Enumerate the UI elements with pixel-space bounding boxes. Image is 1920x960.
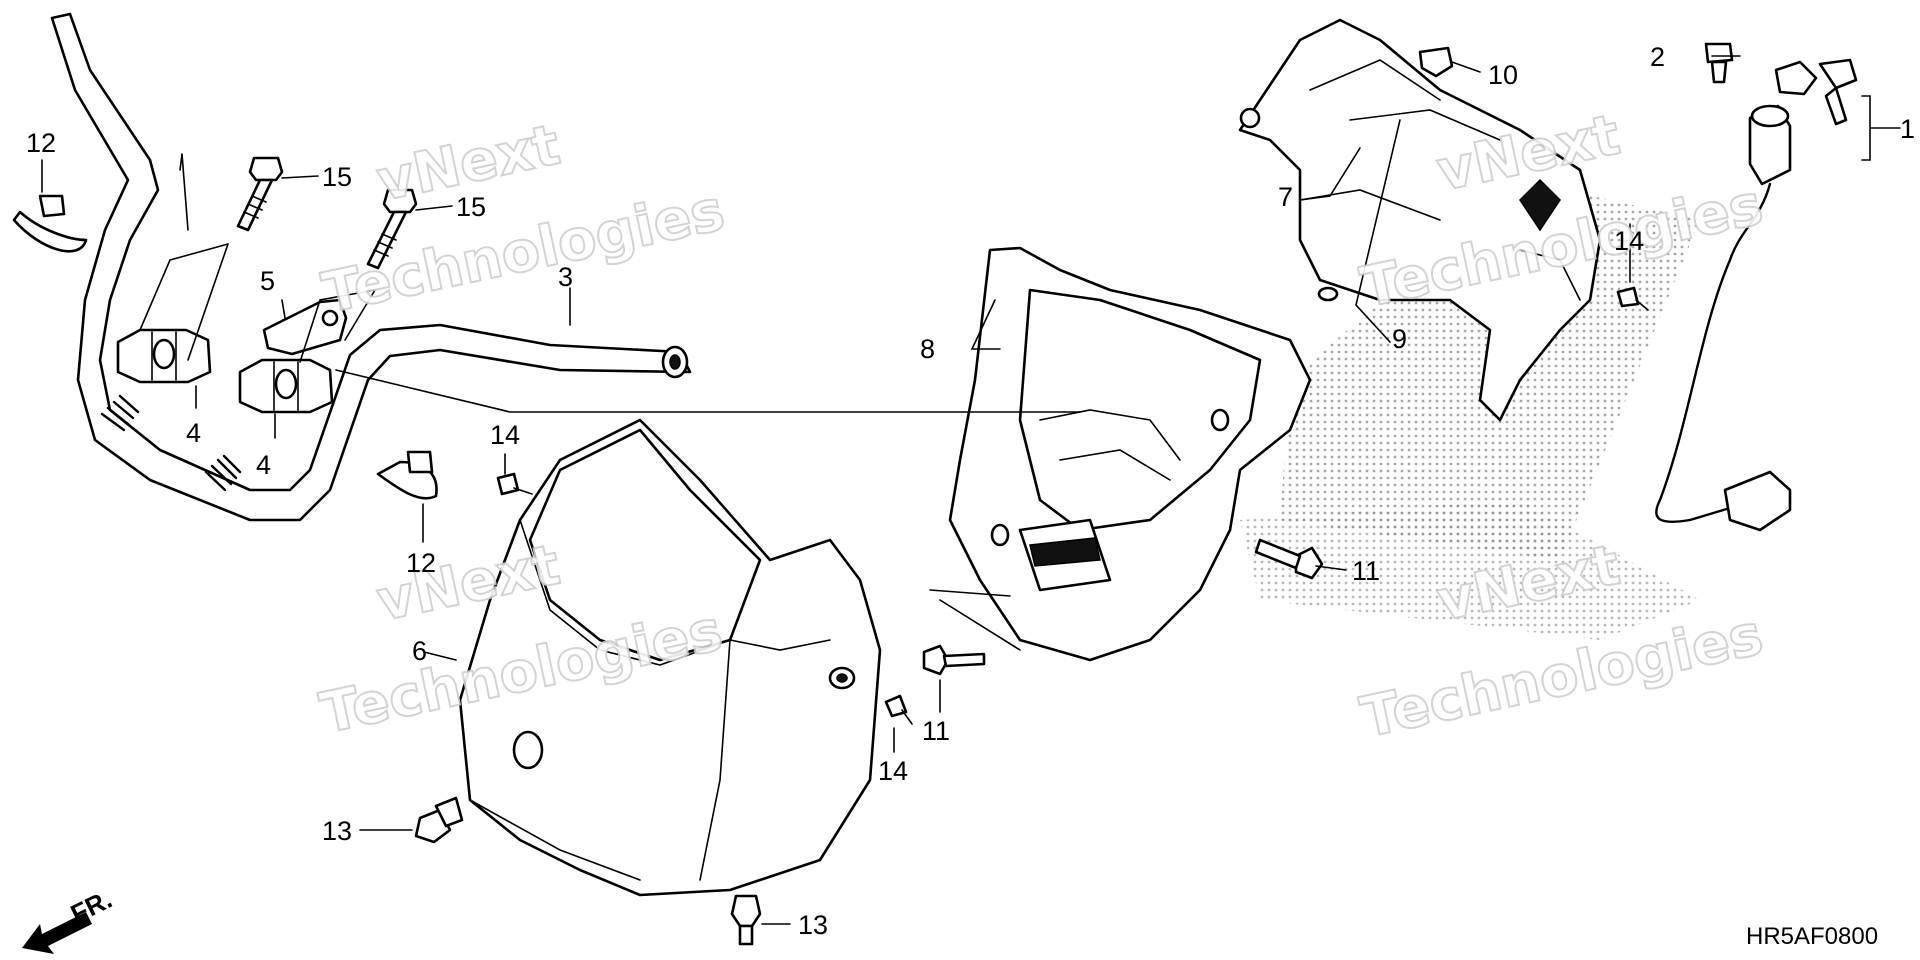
screw-part-14c (1616, 286, 1649, 311)
bolt-part-15b (366, 188, 418, 270)
front-cover-part-6 (458, 418, 882, 897)
clip-part-10 (1418, 46, 1454, 78)
screw-part-14a (496, 472, 533, 496)
rivet-part-13a (414, 796, 464, 844)
handlebar-holder-part-4a (116, 328, 212, 384)
callout-9: 9 (1392, 324, 1407, 354)
callout-13a: 13 (322, 816, 352, 846)
callout-2: 2 (1650, 42, 1665, 72)
nut-part-9 (1317, 286, 1339, 302)
arrow-icon (22, 912, 92, 954)
bolt-part-11b (922, 644, 986, 676)
callout-6: 6 (412, 636, 427, 666)
diagram-code: HR5AF0800 (1746, 923, 1878, 950)
callouts: 1 2 3 4 4 5 6 7 8 9 10 11 11 12 12 13 13… (26, 42, 1915, 940)
callout-13b: 13 (798, 910, 828, 940)
clip-part-2 (1704, 42, 1734, 84)
callout-8: 8 (920, 334, 935, 364)
callout-11b: 11 (922, 716, 950, 746)
rear-housing-part-7 (1238, 18, 1602, 422)
bolt-part-15a (236, 156, 284, 232)
handlebar-part-3 (50, 12, 692, 522)
callout-12b: 12 (406, 548, 436, 578)
headlight-case-part-8 (948, 246, 1312, 662)
callout-12a: 12 (26, 128, 56, 158)
callout-3: 3 (558, 262, 573, 292)
callout-1: 1 (1900, 114, 1915, 144)
callout-10: 10 (1488, 60, 1518, 90)
callout-11a: 11 (1352, 556, 1380, 586)
callout-15a: 15 (322, 162, 352, 192)
callout-4b: 4 (256, 450, 271, 480)
callout-15b: 15 (456, 192, 486, 222)
callout-4a: 4 (186, 418, 201, 448)
leader-lines (41, 55, 1741, 925)
callout-7: 7 (1278, 182, 1293, 212)
screw-part-14b (884, 694, 913, 725)
ignition-switch-part-1 (1655, 58, 1901, 532)
band-part-12a (12, 194, 88, 253)
handlebar-holder-part-4b (238, 358, 334, 414)
watermark-text: Technologies (317, 178, 730, 326)
bolt-part-11a (1254, 538, 1324, 580)
callout-14b: 14 (878, 756, 908, 786)
band-part-12b (376, 450, 438, 500)
rivet-part-13b (730, 894, 762, 946)
callout-14c: 14 (1614, 226, 1644, 256)
callout-5: 5 (260, 266, 275, 296)
front-direction-arrow: FR. (22, 884, 117, 954)
callout-14a: 14 (490, 420, 520, 450)
bracket-part-5 (262, 298, 348, 356)
